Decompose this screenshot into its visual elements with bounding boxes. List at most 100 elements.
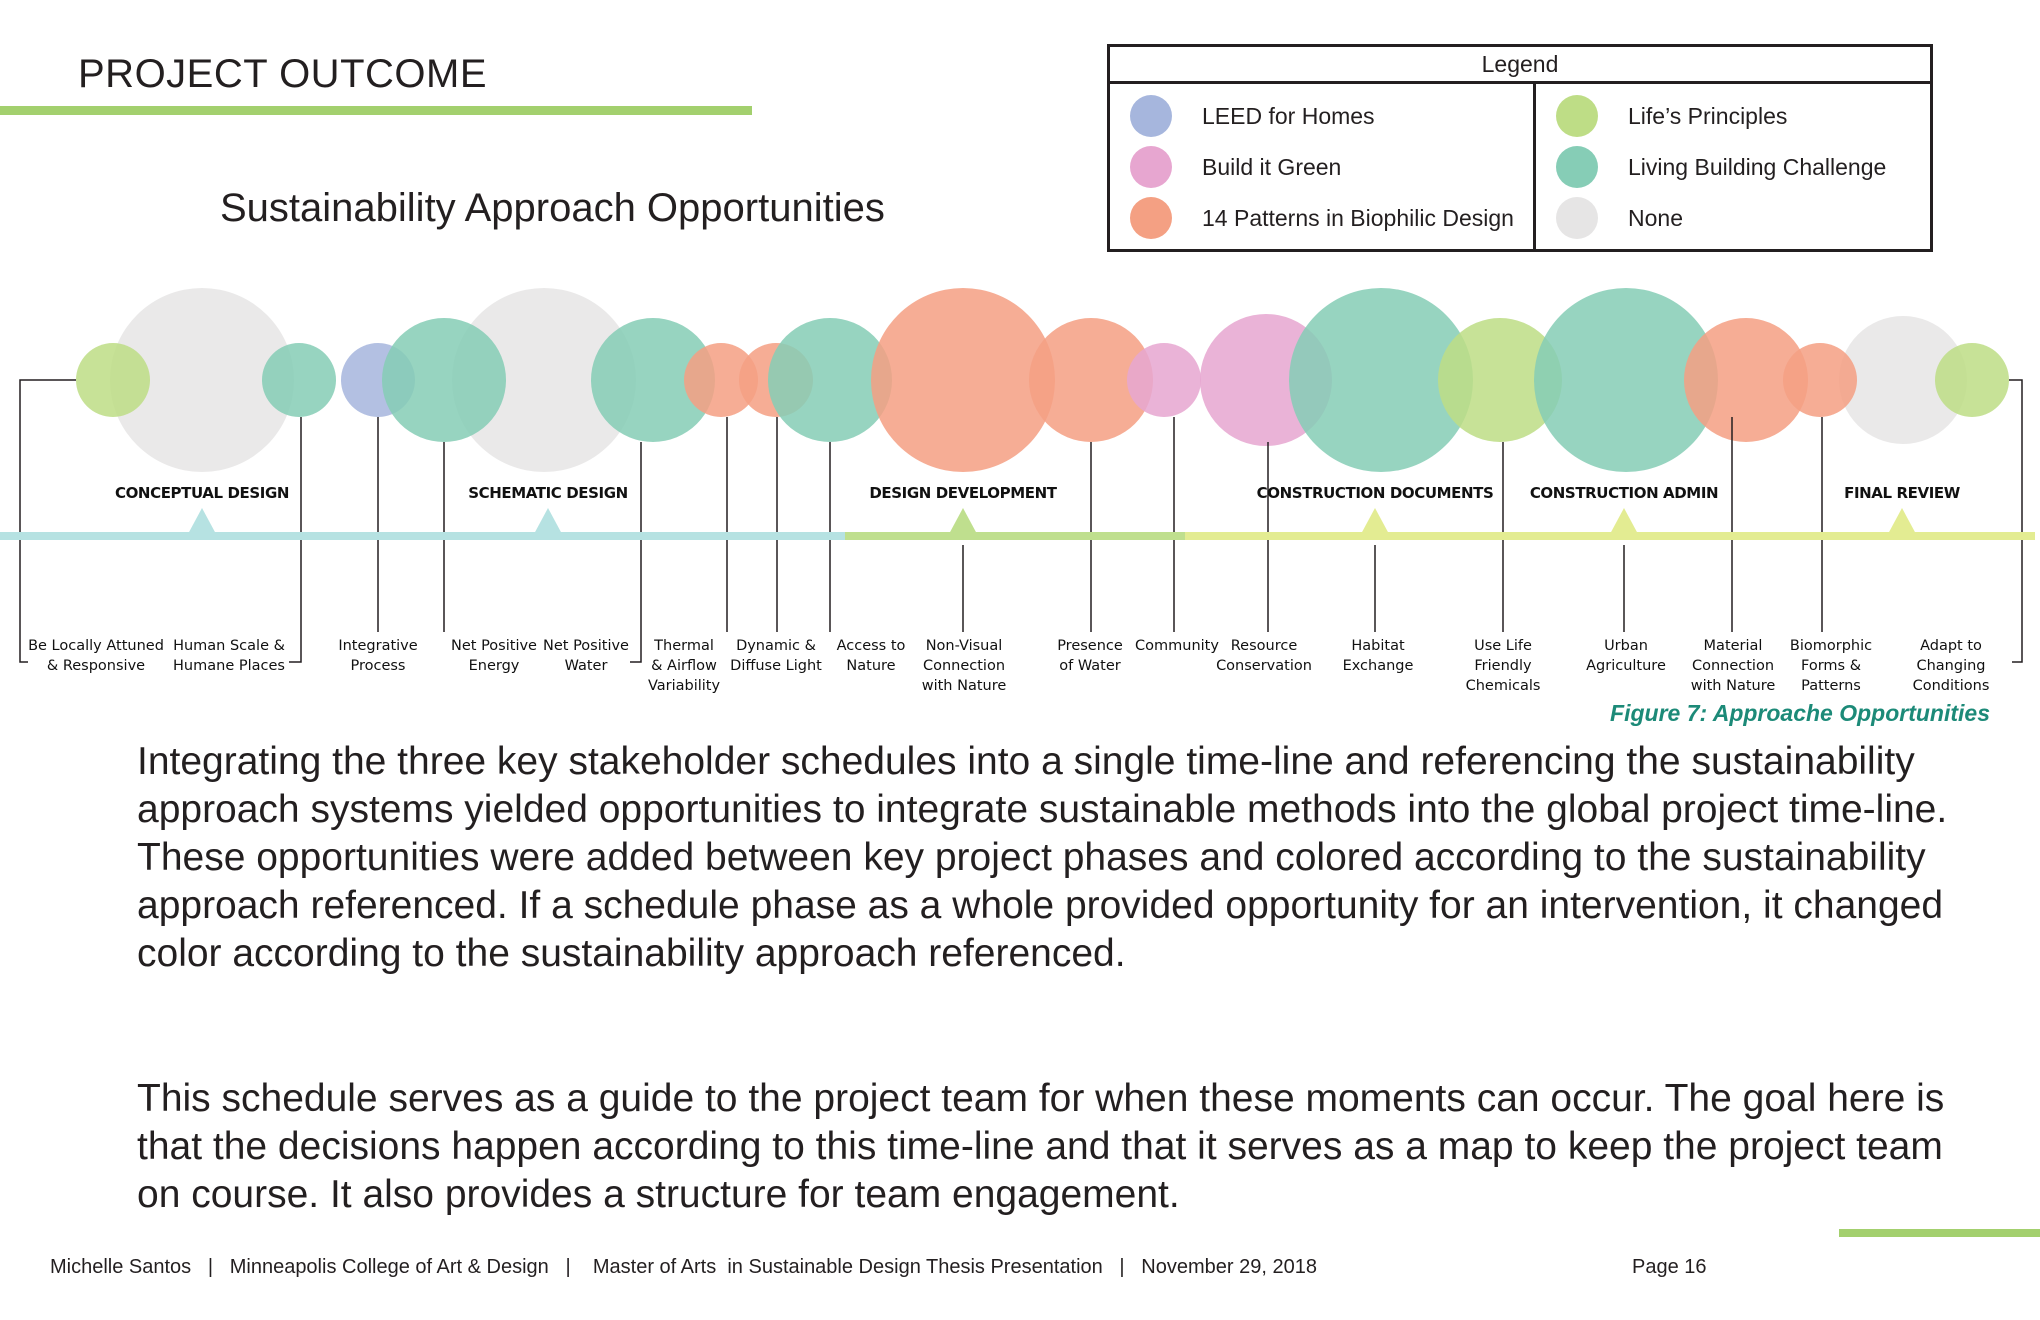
opportunity-label-line: Dynamic & [736,638,816,654]
phase-label: DESIGN DEVELOPMENT [869,484,1057,502]
legend-label: None [1628,204,1683,231]
opportunity-label-line: Be Locally Attuned [28,638,164,654]
opportunity-label-line: Changing [1916,658,1985,674]
track-segment-green [845,532,1185,540]
opportunity-label: Be Locally Attuned & Responsive [28,638,164,674]
track-segment-teal [0,532,845,540]
phase-marker-triangle [1888,508,1916,534]
opportunity-labels: Be Locally Attuned & Responsive Human Scal… [28,638,1989,694]
leader-line [2009,379,2023,663]
opportunity-label-line: Chemicals [1466,678,1541,694]
opportunity-label-line: Water [565,658,608,674]
opportunity-label-line: of Water [1059,658,1120,674]
opportunity-label-line: Agriculture [1586,658,1666,674]
leader-line [630,442,642,663]
opportunity-label-line: Habitat [1351,638,1405,654]
opportunity-label-line: Connection [1692,658,1774,674]
leader-lines [19,379,2023,663]
legend-swatch-leed [1130,95,1172,137]
opportunity-bubble [768,318,892,442]
timeline-track [0,532,2035,540]
diagram-subtitle: Sustainability Approach Opportunities [220,186,885,230]
phase-label: CONCEPTUAL DESIGN [115,484,289,502]
phase-marker-triangle [949,508,977,534]
opportunity-label-line: Variability [648,678,721,694]
opportunity-bubble [1839,316,1967,444]
opportunity-bubble [382,318,506,442]
legend-label: Life’s Principles [1628,102,1788,129]
opportunity-label: Presence of Water [1057,638,1123,674]
legend-item: 14 Patterns in Biophilic Design [1130,196,1514,240]
opportunity-label: Access to Nature [837,638,906,674]
opportunity-label-line: Forms & [1801,658,1861,674]
opportunity-bubble [76,343,150,417]
legend-title: Legend [1110,47,1930,84]
phase-marker-triangle [1610,508,1638,534]
opportunity-bubble [1127,343,1201,417]
phase-marker-triangle [1361,508,1389,534]
opportunity-label-line: Adapt to [1920,638,1982,654]
legend-swatch-none [1556,197,1598,239]
opportunity-bubble [262,343,336,417]
opportunity-label-line: Diffuse Light [730,658,822,674]
legend-item: Living Building Challenge [1556,145,1886,189]
opportunity-label-line: Biomorphic [1790,638,1872,654]
legend-column-right: Life’s Principles Living Building Challe… [1536,84,1930,252]
opportunity-label-line: & Airflow [651,658,717,674]
legend-swatch-lifes-principles [1556,95,1598,137]
phase-marker-triangle [534,508,562,534]
opportunity-label: Human Scale &Humane Places [173,638,285,674]
legend-swatch-living-building [1556,146,1598,188]
figure-caption: Figure 7: Approache Opportunities [1610,700,1990,726]
legend-box: Legend LEED for Homes Build it Green 14 … [1107,44,1933,252]
opportunity-label-line: Material [1704,638,1763,654]
opportunity-label: Community [1135,638,1219,654]
opportunity-label-line: Access to [837,638,906,654]
opportunity-bubble [452,288,636,472]
opportunity-label-line: Net Positive [451,638,537,654]
page-title: PROJECT OUTCOME [78,52,488,96]
page-number: Page 16 [1632,1256,1707,1278]
phase-label: FINAL REVIEW [1844,484,1961,502]
phase-label: CONSTRUCTION ADMIN [1530,484,1718,502]
opportunity-label-line: Non-Visual [926,638,1003,654]
opportunity-label-line: with Nature [922,678,1007,694]
opportunity-bubble [591,318,715,442]
opportunity-label-line: Presence [1057,638,1123,654]
footer-accent-rule [1839,1229,2040,1237]
body-paragraph: This schedule serves as a guide to the p… [137,1077,1945,1216]
legend-swatch-build-green [1130,146,1172,188]
opportunity-label-line: Human Scale & [173,638,285,654]
opportunity-bubble [871,288,1055,472]
opportunity-label-line: Energy [469,658,520,674]
leader-line [289,417,302,663]
opportunity-bubble [1029,318,1153,442]
opportunity-label-line: Use Life [1474,638,1532,654]
legend-label: Build it Green [1202,153,1342,180]
legend-item: Life’s Principles [1556,94,1787,138]
opportunity-label-line: Thermal [653,638,714,654]
opportunity-label-line: Conditions [1913,678,1990,694]
opportunity-bubble [1289,288,1473,472]
legend-label: LEED for Homes [1202,102,1375,129]
title-underline [0,106,752,115]
legend-column-left: LEED for Homes Build it Green 14 Pattern… [1110,84,1536,252]
opportunity-label-line: Friendly [1474,658,1532,674]
opportunity-label-line: Nature [846,658,895,674]
opportunity-label-line: Process [350,658,405,674]
opportunity-bubble [1684,318,1808,442]
opportunity-label-line: & Responsive [47,658,145,674]
legend-label: Living Building Challenge [1628,153,1887,180]
opportunity-bubble [1783,343,1857,417]
opportunity-label-line: Urban [1604,638,1648,654]
